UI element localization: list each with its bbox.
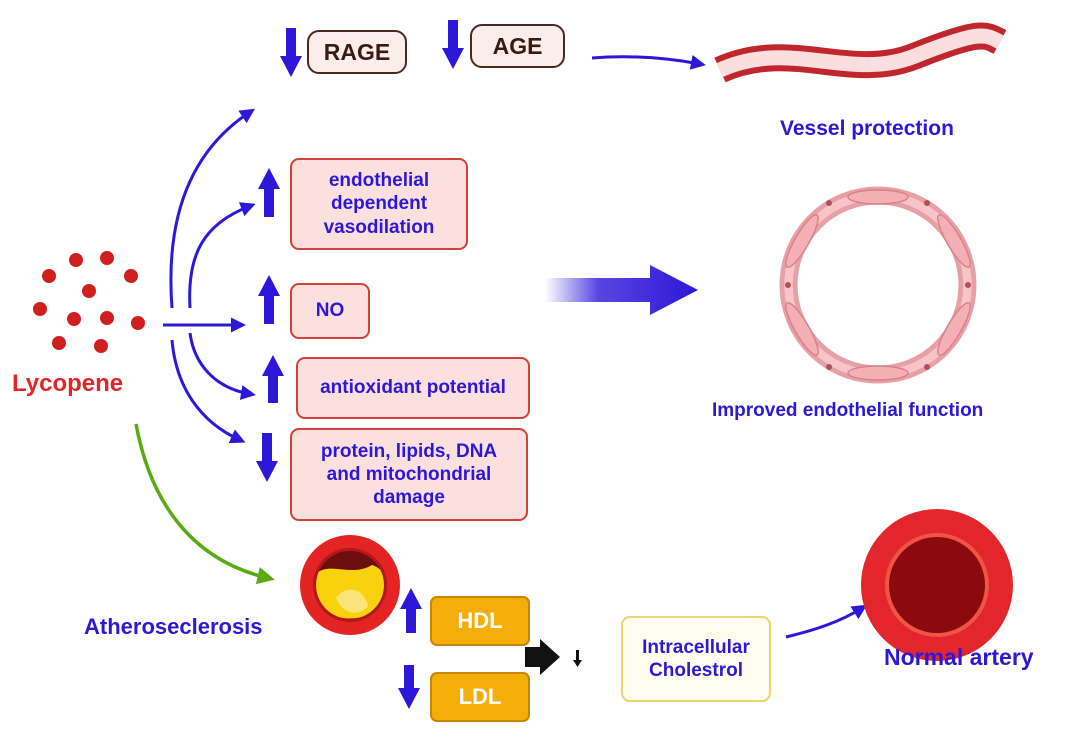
increase-antioxidant-icon [262,355,284,403]
arrow-to-normal-artery [785,604,868,639]
increase-no-icon [258,275,280,324]
arrow-to-vasodilation [188,202,256,309]
arrow-to-intracellular [525,639,560,675]
vessel-illustration [714,22,1007,83]
pathway-arrows [163,54,868,639]
ldl-box: LDL [430,672,530,722]
arrow-to-atherosclerosis [134,423,275,585]
decrease-ldl-icon [398,665,420,709]
decrease-rage-icon [280,28,302,77]
atherosclerosis-label: Atheroseclerosis [84,614,263,639]
arrow-to-damage [170,339,246,444]
normal-artery-label: Normal artery [884,644,1034,670]
hdl-box: HDL [430,596,530,646]
endothelial-ring [779,186,977,384]
lycopene-label: Lycopene [12,370,124,397]
arrow-to-vessel [591,54,706,70]
no-box: NO [290,283,370,339]
lycopene-molecules [33,251,145,353]
increase-vasodilation-icon [258,168,280,217]
age-box: AGE [470,24,565,68]
intracellular-cholesterol-box: Intracellular Cholestrol [621,616,771,702]
decrease-damage-icon [256,433,278,482]
vessel-protection-label: Vessel protection [780,117,954,140]
change-indicators [256,20,464,709]
arrow-to-antioxidant [188,332,256,400]
vasodilation-box: endothelial dependent vasodilation [290,158,468,250]
antioxidant-box: antioxidant potential [296,357,530,419]
atherosclerotic-artery [300,535,400,635]
increase-hdl-icon [400,588,422,633]
arrow-to-endothelial-function [545,265,698,315]
rage-box: RAGE [307,30,407,74]
normal-artery-illustration [861,509,1013,661]
endothelial-function-label: Improved endothelial function [712,400,984,421]
small-decrease-icon [573,650,582,667]
damage-box: protein, lipids, DNA and mitochondrial d… [290,428,528,521]
decrease-age-icon [442,20,464,69]
arrow-to-top-markers [169,108,256,309]
